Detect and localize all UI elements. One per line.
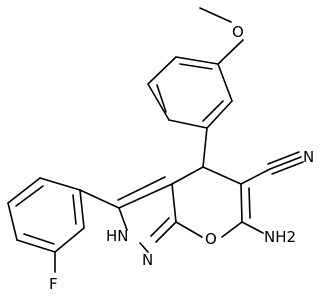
ring-bond bbox=[202, 166, 242, 185]
ring-bond bbox=[139, 242, 149, 253]
pyrazole-nh-label: HN bbox=[106, 227, 129, 245]
aryl-bond bbox=[202, 127, 208, 168]
methoxyphenyl-ring bbox=[147, 56, 233, 168]
ring-bond bbox=[147, 83, 170, 121]
aryl-bond bbox=[79, 189, 120, 209]
ring-bond bbox=[54, 227, 85, 253]
ring-bond bbox=[171, 183, 177, 223]
ring-double-bond bbox=[118, 183, 173, 209]
ring-bond bbox=[155, 221, 177, 243]
ring-double-bond bbox=[23, 233, 55, 245]
ring-bond bbox=[39, 177, 81, 191]
ring-double-bond bbox=[72, 194, 77, 225]
ring-bond bbox=[16, 239, 56, 253]
ring-double-bond bbox=[15, 185, 44, 207]
ring-double-bond bbox=[248, 187, 251, 219]
ring-bond bbox=[171, 166, 204, 185]
pyran-ring bbox=[171, 151, 304, 238]
ring-double-bond bbox=[150, 217, 170, 237]
nitrile-nitrogen-label: N bbox=[303, 148, 314, 166]
ring-bond bbox=[79, 189, 85, 229]
ring-double-bond bbox=[156, 84, 167, 113]
fluorophenyl-ring bbox=[7, 177, 120, 273]
ring-double-bond bbox=[202, 100, 224, 122]
ring-bond bbox=[7, 177, 41, 204]
ring-bond bbox=[147, 56, 177, 85]
methoxy-group bbox=[199, 7, 244, 65]
cyano-triple-bond bbox=[269, 156, 302, 170]
ring-bond bbox=[221, 221, 243, 238]
ring-bond bbox=[175, 221, 203, 238]
cyano-triple-bond bbox=[271, 161, 304, 175]
methyl-bond bbox=[199, 7, 232, 23]
ring-oxygen-label: O bbox=[205, 230, 217, 248]
pyrazole-ring bbox=[117, 176, 177, 253]
ring-bond bbox=[118, 207, 128, 231]
ring-bond bbox=[217, 63, 233, 102]
ring-bond bbox=[168, 119, 208, 129]
ring-bond bbox=[175, 56, 219, 65]
ring-double-bond bbox=[179, 63, 213, 70]
methoxy-o-bond bbox=[217, 39, 244, 65]
ring-bond bbox=[206, 100, 233, 129]
cyano-triple-bond bbox=[267, 151, 300, 165]
ring-bond bbox=[240, 183, 243, 223]
methoxy-oxygen-label: O bbox=[232, 23, 244, 41]
pyrazole-nitrogen-label: N bbox=[142, 251, 153, 269]
amino-group-label: NH2 bbox=[264, 228, 296, 246]
cyano-bond bbox=[240, 168, 271, 185]
fluorine-label: F bbox=[49, 275, 58, 293]
ring-double-bond bbox=[117, 176, 166, 201]
amino-bond bbox=[241, 221, 264, 234]
ring-bond bbox=[7, 202, 18, 241]
